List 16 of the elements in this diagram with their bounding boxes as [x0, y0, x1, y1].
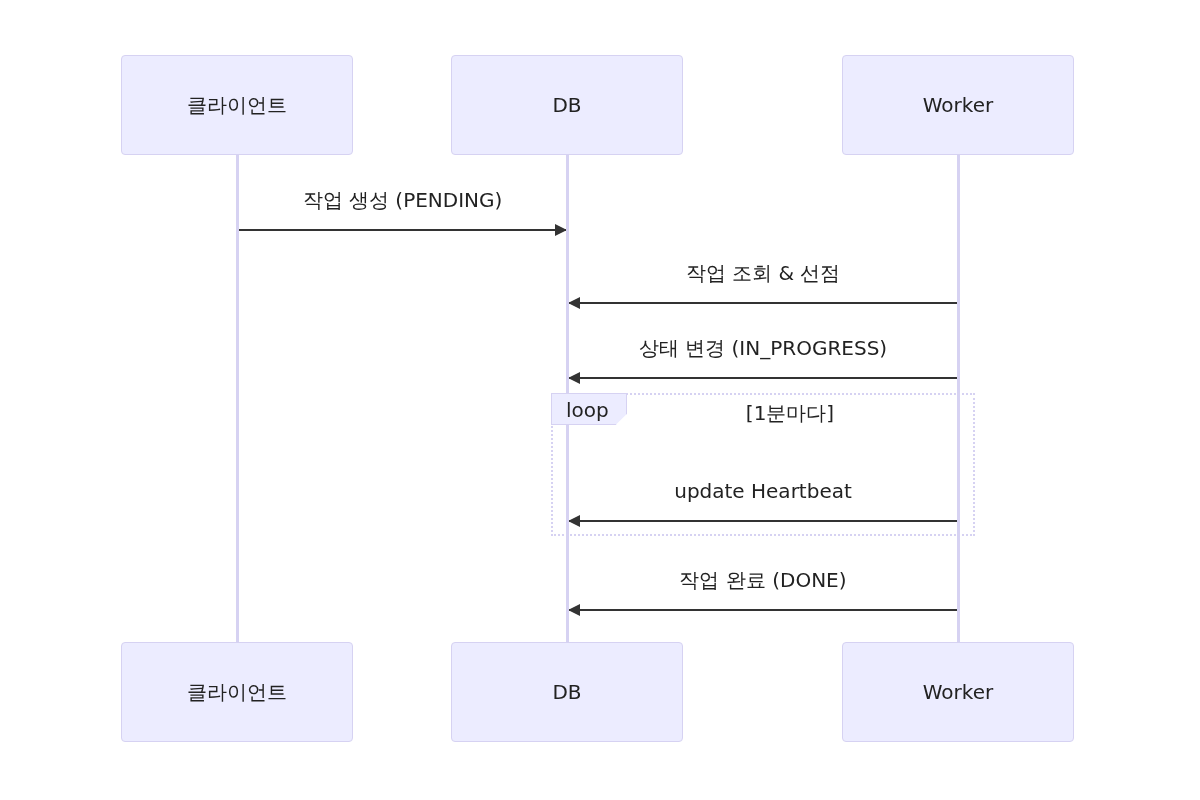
- participant-box: 클라이언트: [121, 642, 353, 742]
- participant-box: Worker: [842, 642, 1074, 742]
- loop-condition: [1분마다]: [745, 401, 835, 425]
- participant-box: DB: [451, 55, 683, 155]
- message-arrow: [568, 372, 958, 384]
- lifeline: [236, 155, 239, 642]
- participant-box: 클라이언트: [121, 55, 353, 155]
- message-arrow: [568, 604, 958, 616]
- message-arrow: [568, 297, 958, 309]
- lifeline: [566, 155, 569, 642]
- lifeline: [957, 155, 960, 642]
- participant-box: DB: [451, 642, 683, 742]
- message-arrow: [238, 224, 567, 236]
- participant-box: Worker: [842, 55, 1074, 155]
- loop-tab: loop: [551, 393, 627, 425]
- message-arrow: [568, 515, 958, 527]
